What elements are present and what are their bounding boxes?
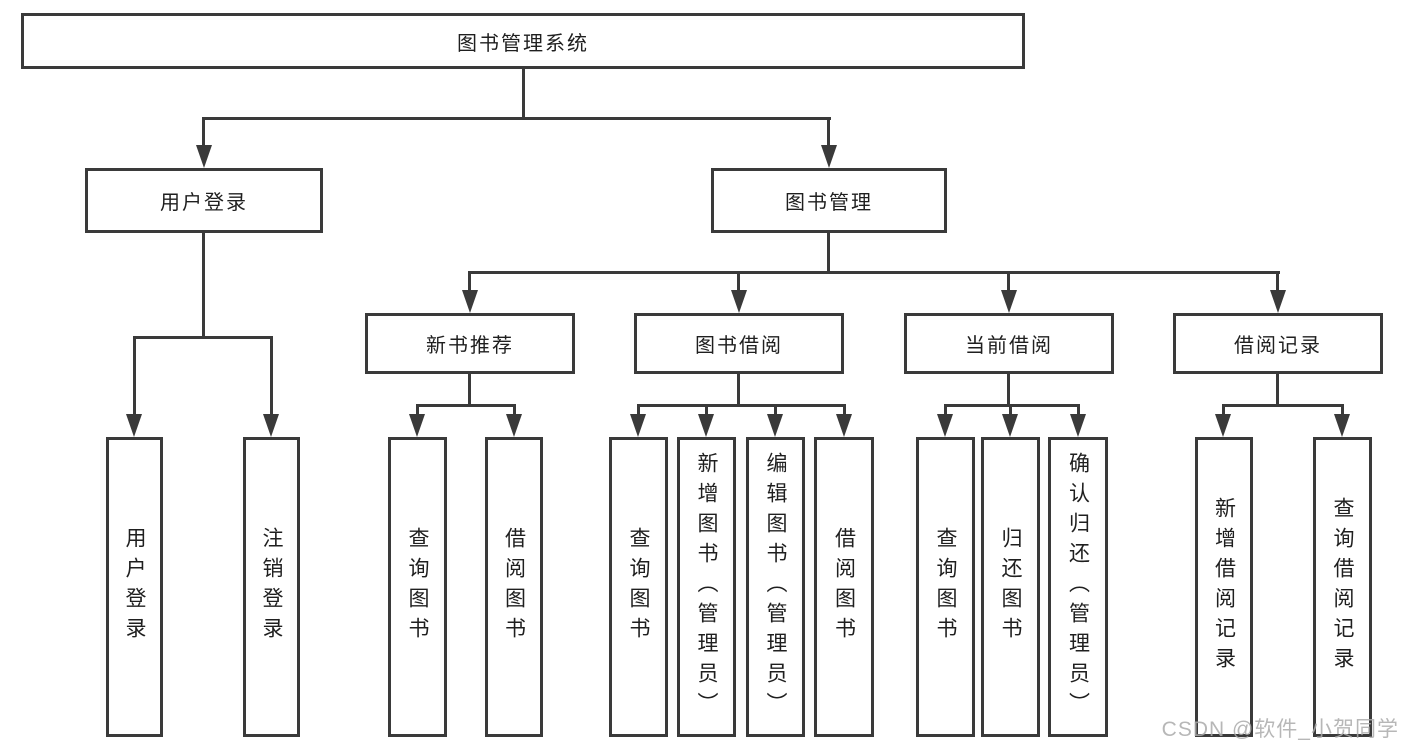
leaf-confirm-return-admin: 确认归还（管理员） — [1048, 437, 1108, 737]
connector-drop-new-book-rec — [468, 271, 471, 296]
arrow-down-icon — [630, 414, 646, 437]
arrow-down-icon — [1070, 414, 1086, 437]
connector-current-group-hline — [944, 404, 1080, 407]
connector-level2-hline — [468, 271, 1280, 274]
connector-drop-current-confirm — [1077, 404, 1080, 421]
node-borrow-records-label: 借阅记录 — [1234, 335, 1322, 357]
arrow-down-icon — [698, 414, 714, 437]
node-user-login-label: 用户登录 — [160, 192, 248, 214]
connector-current-borrow-stub — [1007, 374, 1010, 407]
connector-drop-user-login — [202, 117, 205, 152]
connector-drop-borrow-add — [705, 404, 708, 421]
connector-rec-group-hline — [416, 404, 516, 407]
arrow-down-icon — [263, 414, 279, 437]
connector-book-mgmt-stub — [827, 233, 830, 274]
arrow-down-icon — [937, 414, 953, 437]
leaf-return-books-label: 归还图书 — [999, 527, 1022, 647]
leaf-add-borrow-record-label: 新增借阅记录 — [1212, 497, 1236, 677]
arrow-down-icon — [731, 290, 747, 313]
connector-drop-current-return — [1009, 404, 1012, 421]
leaf-user-login-label: 用户登录 — [123, 527, 146, 647]
leaf-borrow-borrow-books: 借阅图书 — [814, 437, 874, 737]
leaf-borrow-borrow-books-label: 借阅图书 — [832, 527, 856, 647]
connector-records-group-hline — [1222, 404, 1344, 407]
connector-drop-book-borrow — [737, 271, 740, 296]
connector-root-stub — [522, 69, 525, 120]
connector-drop-borrow-edit — [774, 404, 777, 421]
connector-drop-borrow-borrow — [843, 404, 846, 421]
leaf-edit-book-admin-label: 编辑图书（管理员） — [764, 452, 787, 722]
leaf-rec-borrow-books-label: 借阅图书 — [502, 527, 526, 647]
node-borrow-records: 借阅记录 — [1173, 313, 1383, 374]
leaf-borrow-query-books-label: 查询图书 — [627, 527, 650, 647]
connector-user-group-hline — [133, 336, 273, 339]
leaf-logout-login-label: 注销登录 — [260, 527, 283, 647]
node-book-management: 图书管理 — [711, 168, 947, 233]
connector-drop-leaf-user-login — [133, 336, 136, 421]
arrow-down-icon — [409, 414, 425, 437]
node-book-borrow: 图书借阅 — [634, 313, 844, 374]
connector-drop-rec-query — [416, 404, 419, 421]
arrow-down-icon — [1334, 414, 1350, 437]
leaf-rec-query-books: 查询图书 — [388, 437, 447, 737]
connector-borrow-group-hline — [637, 404, 846, 407]
leaf-add-borrow-record: 新增借阅记录 — [1195, 437, 1253, 737]
arrow-down-icon — [821, 145, 837, 168]
leaf-return-books: 归还图书 — [981, 437, 1040, 737]
leaf-add-book-admin: 新增图书（管理员） — [677, 437, 736, 737]
leaf-rec-query-books-label: 查询图书 — [406, 527, 429, 647]
arrow-down-icon — [1215, 414, 1231, 437]
connector-drop-book-mgmt — [827, 117, 830, 152]
connector-drop-records-query — [1341, 404, 1344, 421]
node-new-book-recommend: 新书推荐 — [365, 313, 575, 374]
arrow-down-icon — [196, 145, 212, 168]
arrow-down-icon — [1002, 414, 1018, 437]
arrow-down-icon — [506, 414, 522, 437]
arrow-down-icon — [1270, 290, 1286, 313]
node-current-borrow-label: 当前借阅 — [965, 335, 1053, 357]
arrow-down-icon — [836, 414, 852, 437]
connector-drop-current-query — [944, 404, 947, 421]
connector-drop-current-borrow — [1007, 271, 1010, 296]
node-user-login: 用户登录 — [85, 168, 323, 233]
node-current-borrow: 当前借阅 — [904, 313, 1114, 374]
node-book-borrow-label: 图书借阅 — [695, 335, 783, 357]
arrow-down-icon — [126, 414, 142, 437]
node-new-book-recommend-label: 新书推荐 — [426, 335, 514, 357]
connector-new-book-rec-stub — [468, 374, 471, 407]
leaf-user-login: 用户登录 — [106, 437, 163, 737]
node-root-label: 图书管理系统 — [457, 32, 589, 55]
leaf-current-query-books: 查询图书 — [916, 437, 975, 737]
leaf-logout-login: 注销登录 — [243, 437, 300, 737]
connector-book-borrow-stub — [737, 374, 740, 407]
leaf-add-book-admin-label: 新增图书（管理员） — [695, 452, 718, 722]
connector-borrow-records-stub — [1276, 374, 1279, 407]
node-book-management-label: 图书管理 — [785, 192, 873, 214]
connector-user-login-stub — [202, 233, 205, 339]
connector-drop-leaf-logout — [270, 336, 273, 421]
leaf-borrow-query-books: 查询图书 — [609, 437, 668, 737]
node-root: 图书管理系统 — [21, 13, 1025, 69]
connector-drop-records-add — [1222, 404, 1225, 421]
arrow-down-icon — [767, 414, 783, 437]
leaf-current-query-books-label: 查询图书 — [934, 527, 957, 647]
connector-level1-hline — [202, 117, 831, 120]
connector-drop-borrow-query — [637, 404, 640, 421]
leaf-query-borrow-record: 查询借阅记录 — [1313, 437, 1372, 737]
arrow-down-icon — [1001, 290, 1017, 313]
leaf-edit-book-admin: 编辑图书（管理员） — [746, 437, 805, 737]
leaf-query-borrow-record-label: 查询借阅记录 — [1331, 497, 1354, 677]
watermark: CSDN @软件_小贺同学 — [1161, 718, 1399, 741]
leaf-confirm-return-admin-label: 确认归还（管理员） — [1066, 452, 1090, 722]
connector-drop-borrow-records — [1276, 271, 1279, 296]
arrow-down-icon — [462, 290, 478, 313]
leaf-rec-borrow-books: 借阅图书 — [485, 437, 543, 737]
connector-drop-rec-borrow — [513, 404, 516, 421]
